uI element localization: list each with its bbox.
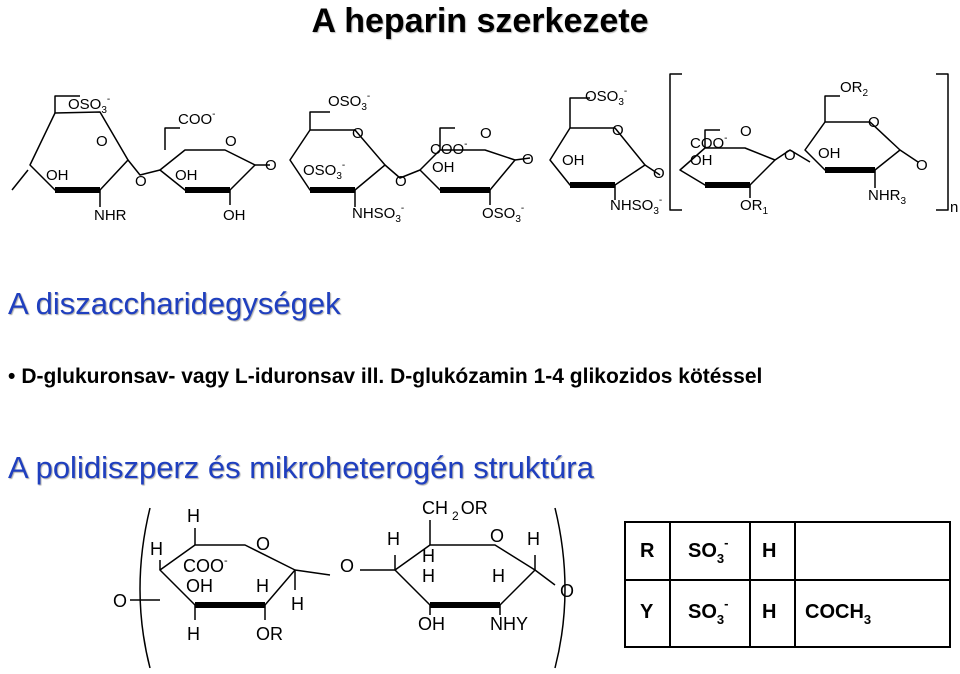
detail-a-or: OR	[256, 624, 283, 644]
detail-a-h-left: H	[150, 539, 163, 559]
u2-sub-label: COO-	[178, 109, 216, 128]
detail-o-left: O	[113, 591, 127, 611]
detail-a-coo: COO-	[183, 555, 228, 576]
detail-b-nhy: NHY	[490, 614, 528, 634]
u2-left-label: OH	[175, 167, 198, 184]
u7-ring-oxygen: O	[868, 114, 880, 131]
u3-ring-oxygen: O	[352, 125, 364, 142]
u7-left-label: OH	[818, 145, 841, 162]
u1-left-label: OH	[46, 167, 69, 184]
u6-bottom-label: OR1	[740, 197, 769, 217]
detail-b-h-2: H	[422, 566, 435, 586]
bullet-dot: •	[8, 365, 16, 388]
u1-bottom-label: NHR	[94, 207, 127, 224]
u1-ring-oxygen: O	[96, 133, 108, 150]
u4-ring-oxygen: O	[480, 125, 492, 142]
detail-o-right: O	[560, 581, 574, 601]
u5-bottom-label: NHSO3-	[610, 195, 662, 217]
u4-sub-label: COO-	[430, 139, 468, 158]
detail-a-h-top: H	[187, 506, 200, 526]
detail-a-h-right: H	[291, 594, 304, 614]
u1-sub-label: OSO3-	[68, 94, 110, 116]
u3-bottom-label: NHSO3-	[352, 203, 404, 225]
u4-left-label: OH	[432, 159, 455, 176]
u2-bottom-label: OH	[223, 207, 246, 224]
u6-ring-oxygen: O	[740, 123, 752, 140]
u3-sub-label: OSO3-	[328, 91, 370, 113]
u5-ring-oxygen: O	[612, 122, 624, 139]
table-cell-so3-2: SO3-	[688, 596, 728, 627]
link6-oxygen: O	[784, 147, 796, 164]
detail-a-ring-oxygen: O	[256, 534, 270, 554]
u5-left-label: OH	[562, 152, 585, 169]
detail-b-ring-oxygen: O	[490, 526, 504, 546]
u2-ring-oxygen: O	[225, 133, 237, 150]
u6-sub-label: COO-	[690, 133, 728, 152]
heading-structure: A polidiszperz és mikroheterogén struktú…	[8, 450, 594, 485]
u4-bottom-label: OSO3-	[482, 203, 524, 225]
table-cell-so3-1: SO3-	[688, 535, 728, 566]
table-cell-h-2: H	[762, 601, 776, 623]
detail-a-oh: OH	[186, 576, 213, 596]
bullet-text: D-glukuronsav- vagy L-iduronsav ill. D-g…	[21, 365, 763, 388]
detail-a-h-bottom: H	[187, 624, 200, 644]
u3-left-label: OSO3-	[303, 160, 345, 182]
link2-oxygen: O	[265, 157, 277, 174]
detail-a-h-mid: H	[256, 576, 269, 596]
u7-bottom-label: NHR3	[868, 187, 907, 207]
u5-sub-label: OSO3-	[585, 86, 627, 108]
link3-oxygen: O	[395, 173, 407, 190]
table-cell-r: R	[640, 540, 655, 562]
link4-oxygen: O	[522, 151, 534, 168]
table-cell-coch3: COCH3	[805, 601, 871, 627]
substituent-table: R SO3- H Y SO3- H COCH3	[624, 521, 951, 648]
link5-oxygen: O	[653, 165, 665, 182]
u7-sub-label: OR2	[840, 79, 869, 99]
link7-oxygen: O	[916, 157, 928, 174]
detail-b-h-left: H	[387, 529, 400, 549]
u6-left-label: OH	[690, 152, 713, 169]
detail-o-mid: O	[340, 556, 354, 576]
table-cell-y: Y	[640, 601, 654, 623]
bullet-disaccharide: •D-glukuronsav- vagy L-iduronsav ill. D-…	[8, 365, 762, 389]
detail-b-h-3: H	[492, 566, 505, 586]
detail-b-oh: OH	[418, 614, 445, 634]
detail-b-h-ringright: H	[527, 529, 540, 549]
detail-b-h-1: H	[422, 546, 435, 566]
heading-disaccharide: A diszaccharidegységek	[8, 286, 341, 321]
repeat-n-label: n	[950, 199, 958, 216]
table-cell-h-1: H	[762, 540, 776, 562]
page-title: A heparin szerkezete	[311, 2, 649, 40]
link1-oxygen: O	[135, 173, 147, 190]
